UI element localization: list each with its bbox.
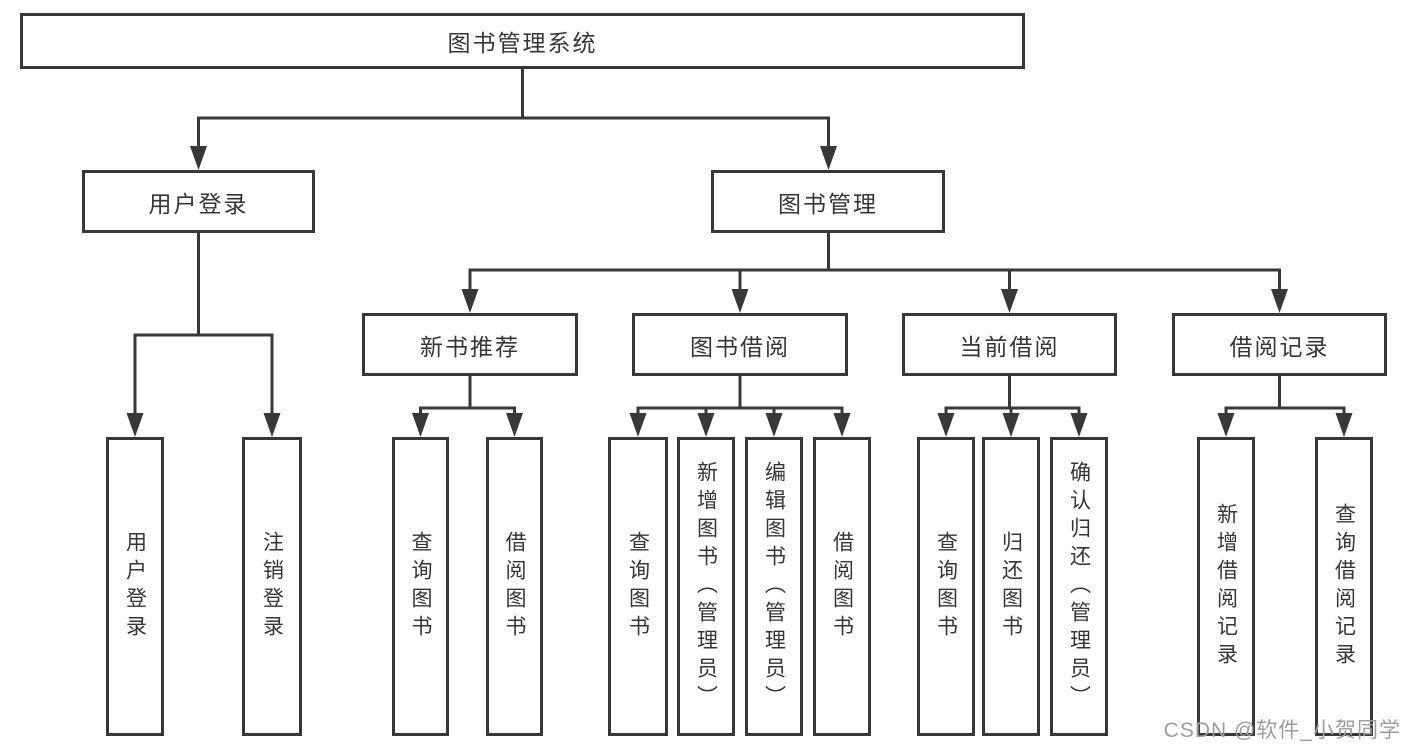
node-rec-query-book-label: 查询图书 bbox=[409, 530, 432, 643]
edges-book-management bbox=[461, 231, 1288, 313]
node-root: 图书管理系统 bbox=[20, 13, 1025, 69]
node-new-book-rec: 新书推荐 bbox=[362, 313, 578, 376]
edges-borrow-records bbox=[1217, 374, 1353, 437]
node-leaf-logout: 注销登录 bbox=[242, 437, 302, 736]
watermark: CSDN @软件_小贺同学 bbox=[1163, 719, 1401, 742]
node-leaf-user-login-label: 用户登录 bbox=[123, 530, 147, 643]
node-user-login: 用户登录 bbox=[82, 170, 315, 233]
node-leaf-user-login: 用户登录 bbox=[106, 437, 164, 736]
node-cb-confirm-return: 确认归还（管理员） bbox=[1050, 437, 1108, 736]
node-rec-borrow-book-label: 借阅图书 bbox=[503, 530, 526, 643]
node-bb-query-book: 查询图书 bbox=[608, 437, 668, 736]
node-rec-borrow-book: 借阅图书 bbox=[486, 437, 543, 736]
node-current-borrow-label: 当前借阅 bbox=[959, 333, 1060, 360]
node-book-management: 图书管理 bbox=[711, 170, 945, 233]
node-book-borrow-label: 图书借阅 bbox=[690, 333, 790, 360]
node-cb-query-book-label: 查询图书 bbox=[934, 530, 958, 643]
node-root-label: 图书管理系统 bbox=[447, 30, 598, 56]
edges-new-book-rec bbox=[412, 374, 523, 437]
node-borrow-records-label: 借阅记录 bbox=[1229, 333, 1330, 360]
node-bb-borrow-book: 借阅图书 bbox=[813, 437, 871, 736]
edges-user-login bbox=[126, 231, 281, 437]
node-book-management-label: 图书管理 bbox=[778, 190, 878, 217]
node-bb-borrow-book-label: 借阅图书 bbox=[830, 530, 854, 643]
edges-root bbox=[190, 67, 837, 170]
node-br-add-record: 新增借阅记录 bbox=[1197, 437, 1255, 736]
node-cb-confirm-return-label: 确认归还（管理员） bbox=[1067, 460, 1091, 713]
node-rec-query-book: 查询图书 bbox=[392, 437, 449, 736]
edges-current-borrow bbox=[937, 374, 1088, 437]
node-br-query-record: 查询借阅记录 bbox=[1315, 437, 1373, 736]
node-current-borrow: 当前借阅 bbox=[902, 313, 1117, 376]
node-bb-add-book: 新增图书（管理员） bbox=[677, 437, 735, 736]
node-cb-return-book: 归还图书 bbox=[982, 437, 1040, 736]
node-bb-query-book-label: 查询图书 bbox=[626, 530, 650, 643]
node-br-add-record-label: 新增借阅记录 bbox=[1214, 502, 1238, 671]
node-bb-edit-book: 编辑图书（管理员） bbox=[745, 437, 803, 736]
node-bb-edit-book-label: 编辑图书（管理员） bbox=[762, 460, 786, 713]
node-cb-query-book: 查询图书 bbox=[917, 437, 975, 736]
node-br-query-record-label: 查询借阅记录 bbox=[1332, 502, 1356, 671]
node-leaf-logout-label: 注销登录 bbox=[260, 530, 284, 643]
node-borrow-records: 借阅记录 bbox=[1172, 313, 1387, 376]
node-user-login-label: 用户登录 bbox=[148, 190, 249, 217]
edges-book-borrow bbox=[629, 374, 851, 437]
node-new-book-rec-label: 新书推荐 bbox=[420, 333, 520, 360]
node-cb-return-book-label: 归还图书 bbox=[999, 530, 1023, 643]
node-book-borrow: 图书借阅 bbox=[632, 313, 848, 376]
node-bb-add-book-label: 新增图书（管理员） bbox=[694, 460, 718, 713]
